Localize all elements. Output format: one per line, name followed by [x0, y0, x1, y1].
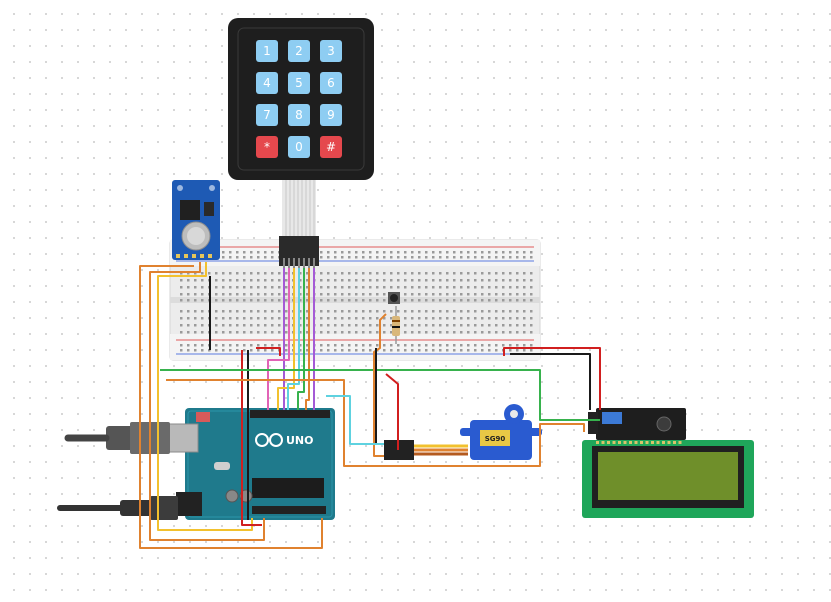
keypad-key-4[interactable]: 4 — [256, 72, 278, 94]
keypad-key-1[interactable]: 1 — [256, 40, 278, 62]
rtc-module[interactable] — [172, 180, 220, 260]
keypad-key-9[interactable]: 9 — [320, 104, 342, 126]
keypad-key-label: 2 — [295, 44, 303, 58]
keypad-key-0[interactable]: 0 — [288, 136, 310, 158]
i2c-adapter[interactable] — [588, 408, 686, 440]
keypad-key-7[interactable]: 7 — [256, 104, 278, 126]
breadboard[interactable] — [169, 239, 541, 361]
keypad-keys: 1 2 3 4 5 6 7 8 9 * 0 # — [256, 40, 342, 158]
wires — [139, 262, 601, 549]
keypad-key-label: 1 — [263, 44, 271, 58]
keypad-key-label: 7 — [263, 108, 271, 122]
arduino-logo-text: UNO — [286, 434, 314, 447]
keypad-key-8[interactable]: 8 — [288, 104, 310, 126]
resistor — [392, 306, 400, 344]
arduino-uno-board[interactable]: UNO — [167, 408, 335, 520]
power-cable — [57, 496, 178, 520]
keypad-key-3[interactable]: 3 — [320, 40, 342, 62]
keypad-key-label: 4 — [263, 76, 271, 90]
breadboard-holes — [180, 251, 533, 352]
keypad-key-*[interactable]: * — [256, 136, 278, 158]
keypad-key-label: 0 — [295, 140, 303, 154]
keypad-key-5[interactable]: 5 — [288, 72, 310, 94]
keypad[interactable]: 1 2 3 4 5 6 7 8 9 * 0 # — [228, 18, 374, 268]
keypad-key-label: # — [326, 140, 336, 154]
arduino-logo: UNO — [255, 433, 314, 447]
lcd-display[interactable] — [582, 440, 754, 518]
keypad-key-#[interactable]: # — [320, 136, 342, 158]
keypad-key-label: * — [264, 140, 270, 154]
keypad-ribbon-cable — [279, 180, 319, 268]
keypad-key-label: 3 — [327, 44, 335, 58]
keypad-key-label: 9 — [327, 108, 335, 122]
keypad-key-6[interactable]: 6 — [320, 72, 342, 94]
keypad-key-label: 6 — [327, 76, 335, 90]
servo-label: SG90 — [485, 435, 506, 443]
keypad-key-label: 8 — [295, 108, 303, 122]
push-button[interactable] — [388, 292, 400, 304]
usb-cable — [64, 422, 170, 454]
keypad-key-label: 5 — [295, 76, 303, 90]
servo-connector — [384, 440, 468, 460]
keypad-key-2[interactable]: 2 — [288, 40, 310, 62]
servo-motor[interactable]: SG90 — [460, 404, 542, 460]
